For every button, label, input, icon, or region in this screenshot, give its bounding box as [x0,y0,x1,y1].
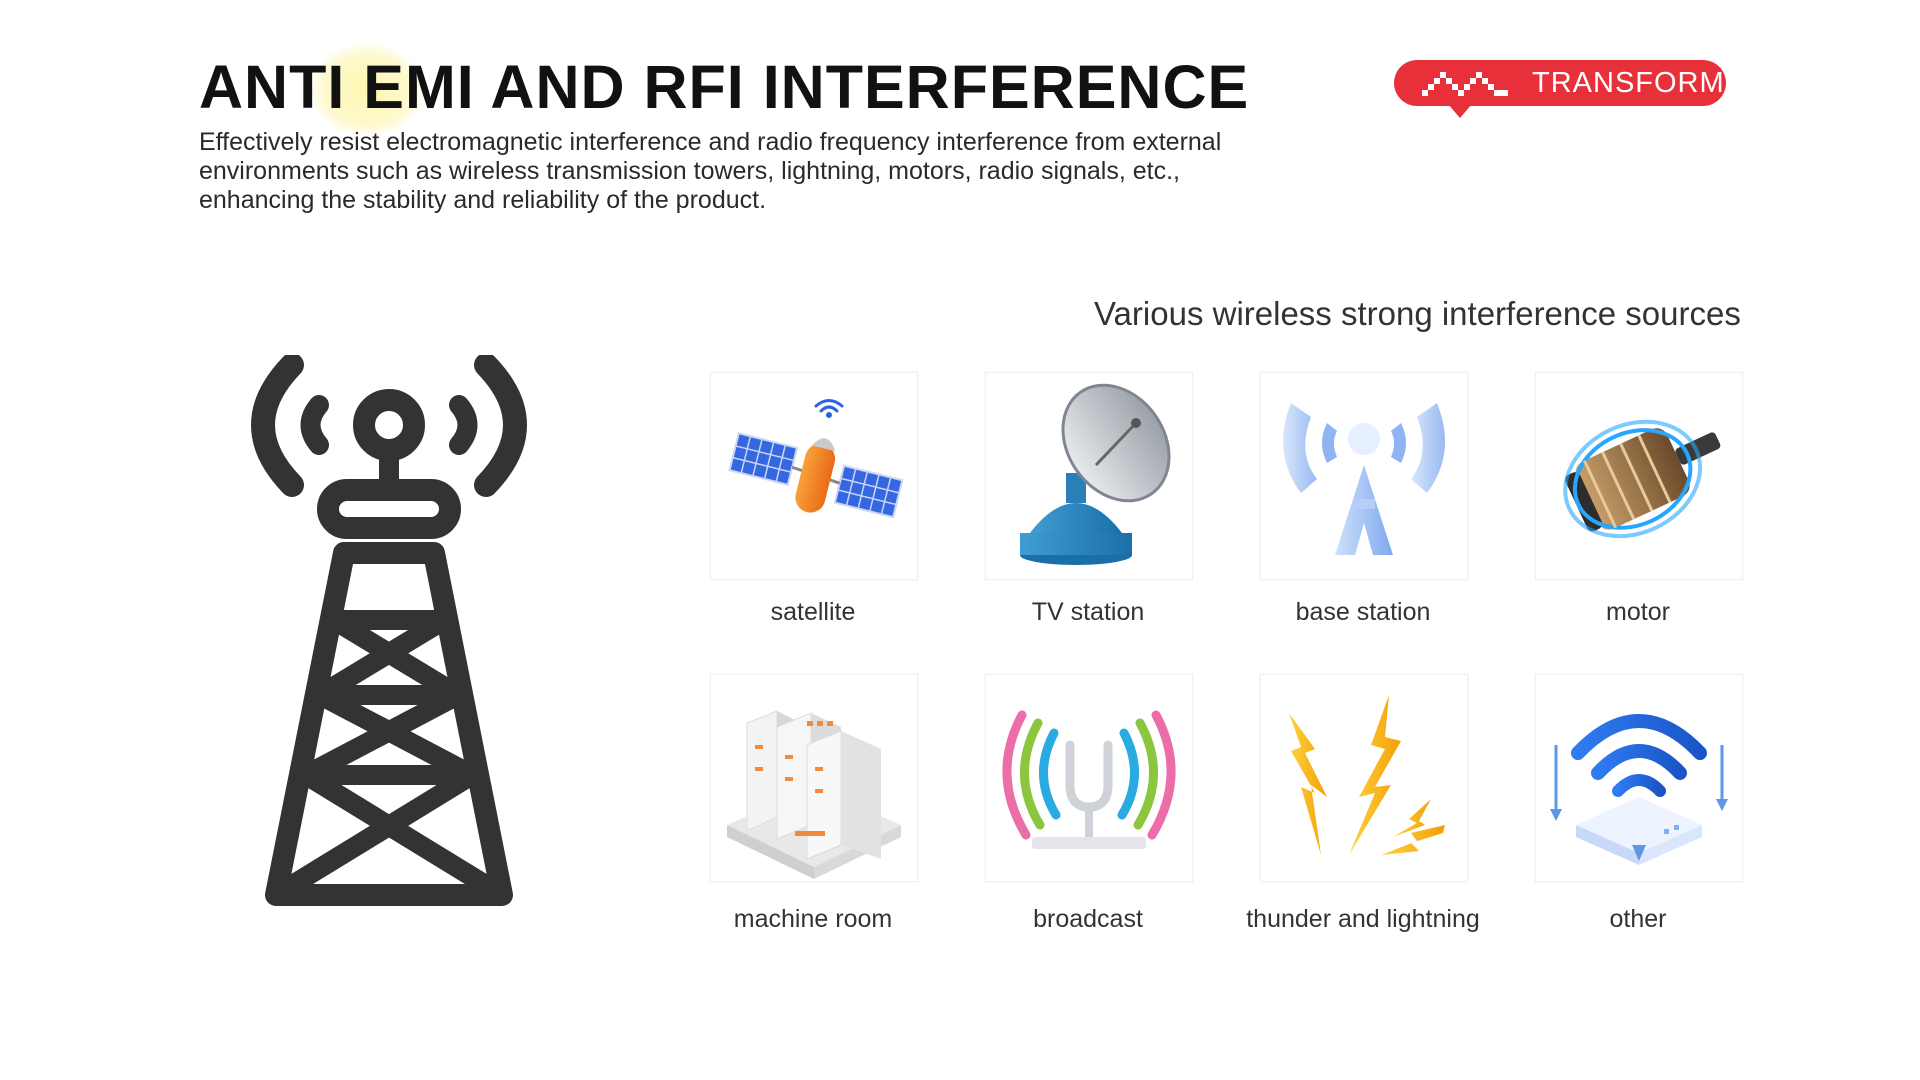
source-card-tv-station [985,372,1193,580]
brand-badge: TRANSFORM [1394,60,1726,118]
brand-name: TRANSFORM [1532,66,1725,99]
motor-icon [1563,419,1721,539]
wifi-router-icon [1550,714,1728,865]
source-label-satellite: satellite [770,598,856,626]
lightning-icon [1289,695,1445,855]
source-card-thunder-lightning [1260,674,1468,882]
source-card-base-station [1260,372,1468,580]
satellite-dish-icon [1020,383,1171,565]
source-card-machine-room [710,674,918,882]
server-room-icon [727,710,901,879]
broadcast-icon [1002,710,1176,849]
source-label-motor: motor [1606,598,1670,626]
brand-tail [1448,104,1472,118]
source-label-tv-station: TV station [1031,598,1145,626]
section-heading: Various wireless strong interference sou… [1094,295,1741,332]
radio-tower-icon [251,355,527,906]
title-block: ANTI EMI AND RFI INTERFERENCE [199,44,1250,136]
page-description: Effectively resist electromagnetic inter… [199,128,1222,214]
source-card-broadcast [985,674,1193,882]
satellite-icon [728,399,904,519]
brand-logo-icon [1422,72,1508,96]
page-title: ANTI EMI AND RFI INTERFERENCE [199,53,1250,121]
source-card-other [1535,674,1743,882]
source-card-satellite [710,372,918,580]
source-label-other: other [1609,905,1667,933]
base-station-icon [1283,403,1445,555]
source-label-broadcast: broadcast [1033,905,1143,933]
source-label-thunder-lightning: thunder and lightning [1246,905,1480,933]
source-card-motor [1535,372,1743,580]
source-label-machine-room: machine room [733,905,893,933]
title-highlight [311,44,423,136]
source-label-base-station: base station [1295,598,1431,626]
